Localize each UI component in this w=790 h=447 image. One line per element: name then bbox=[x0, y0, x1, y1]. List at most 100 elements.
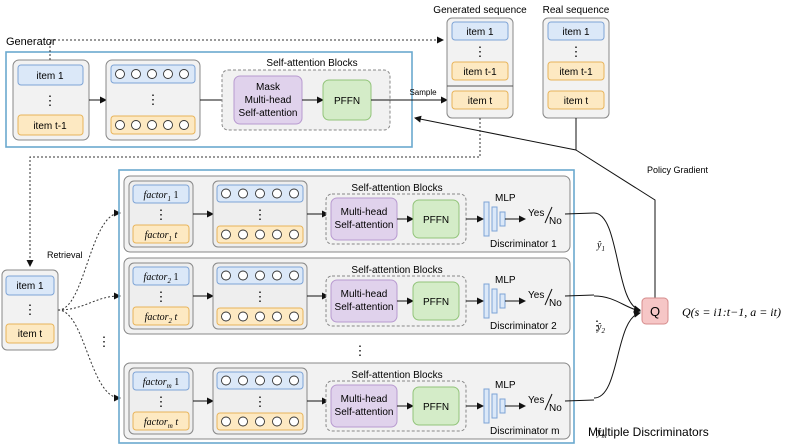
real-item-last-label: item t bbox=[564, 96, 589, 107]
generated-sequence: Generated sequence item 1 ⋮ item t-1 ite… bbox=[433, 5, 527, 119]
factor-name: factor bbox=[144, 190, 168, 201]
generator-panel: Generator item 1 ⋮ item t-1 ⋮ Self-atten… bbox=[5, 36, 448, 148]
yhat-subscript: m bbox=[601, 432, 606, 440]
mlp-layer-2 bbox=[491, 393, 498, 419]
no-label: No bbox=[549, 403, 562, 414]
discriminator-1: factor1 1⋮factor1 t⋮Self-attention Block… bbox=[123, 175, 605, 253]
embedding-node bbox=[255, 188, 265, 199]
yes-label: Yes bbox=[528, 395, 544, 406]
retrieval-item-first-label: item 1 bbox=[16, 281, 44, 292]
retrieval-fanout bbox=[57, 209, 121, 402]
factor-name: factor bbox=[143, 377, 167, 388]
embedding-node bbox=[255, 270, 265, 281]
retrieval-item-last bbox=[5, 323, 55, 344]
multiple-discriminators-frame bbox=[118, 169, 575, 444]
embedding-vdots: ⋮ bbox=[254, 207, 267, 222]
mha-line1: Multi-head bbox=[341, 207, 388, 218]
mlp-layer-2 bbox=[491, 288, 498, 314]
generator-input-item-first bbox=[17, 64, 84, 86]
generated-title: Generated sequence bbox=[433, 5, 527, 16]
factor-subscript: 1 bbox=[169, 235, 173, 243]
factor-suffix: t bbox=[172, 312, 178, 323]
q-node bbox=[641, 297, 669, 325]
factor-vdots: ⋮ bbox=[155, 289, 168, 304]
factor-suffix: 1 bbox=[171, 190, 179, 201]
factor-item-first-label: factorm 1 bbox=[143, 377, 179, 390]
factor-name: factor bbox=[144, 417, 168, 428]
embedding-node bbox=[255, 416, 265, 427]
yhat-subscript: 1 bbox=[601, 245, 605, 253]
generator-input-vdots: ⋮ bbox=[44, 93, 57, 108]
embedding-node bbox=[289, 375, 299, 386]
embedding-node bbox=[221, 375, 231, 386]
embedding-node bbox=[238, 188, 248, 199]
factor-item-last-label: factorm t bbox=[144, 417, 178, 430]
retrieval-item-first bbox=[5, 275, 55, 296]
discriminator-3: factorm 1⋮factorm t⋮Self-attention Block… bbox=[123, 362, 607, 440]
factor-item-last-label: factor1 t bbox=[145, 230, 178, 243]
yhat-to-q-arrows bbox=[593, 212, 641, 399]
embedding-vdots: ⋮ bbox=[254, 289, 267, 304]
discriminator-2: factor2 1⋮factor2 t⋮Self-attention Block… bbox=[123, 257, 605, 335]
mha-block bbox=[330, 384, 398, 428]
factor-name: factor bbox=[145, 312, 169, 323]
yhat-label: ŷ2 bbox=[596, 322, 605, 335]
sa-title: Self-attention Blocks bbox=[351, 265, 442, 276]
real-item-mid bbox=[547, 61, 605, 81]
yes-no-slash bbox=[544, 393, 553, 411]
discriminator-label: Discriminator 1 bbox=[490, 239, 557, 250]
generated-item-last-label: item t bbox=[468, 96, 493, 107]
generated-item-first bbox=[451, 21, 509, 41]
generated-item-first-label: item 1 bbox=[466, 27, 494, 38]
yes-label: Yes bbox=[528, 290, 544, 301]
embedding-node bbox=[238, 416, 248, 427]
mlp-layer-1 bbox=[483, 201, 490, 237]
arrow-generator-to-generated-top bbox=[49, 36, 444, 60]
embedding-node bbox=[255, 311, 265, 322]
yhat-symbol: ŷ bbox=[596, 427, 602, 438]
embedding-node bbox=[272, 270, 282, 281]
real-sequence: Real sequence item 1 ⋮ item t-1 item t bbox=[542, 5, 610, 119]
yhat-label: ŷm bbox=[596, 427, 607, 440]
embedding-node bbox=[255, 375, 265, 386]
real-item-last bbox=[547, 90, 605, 110]
embedding-node bbox=[221, 188, 231, 199]
mlp-layer-2 bbox=[491, 206, 498, 232]
retrieval-label: Retrieval bbox=[47, 250, 83, 260]
mha-line2: Self-attention bbox=[335, 302, 394, 313]
factor-suffix: t bbox=[172, 230, 178, 241]
mlp-label: MLP bbox=[495, 275, 516, 286]
q-node-label: Q bbox=[650, 304, 660, 319]
generator-mask-line1: Mask bbox=[256, 82, 281, 93]
mha-line1: Multi-head bbox=[341, 289, 388, 300]
yhat-vdots: ⋮ bbox=[591, 318, 604, 333]
discriminators-vdots: ⋮ bbox=[354, 343, 367, 358]
mlp-label: MLP bbox=[495, 380, 516, 391]
embedding-node bbox=[272, 188, 282, 199]
factor-item-last bbox=[132, 224, 190, 244]
mha-block bbox=[330, 279, 398, 323]
factor-subscript: m bbox=[167, 382, 172, 390]
factor-vdots: ⋮ bbox=[155, 394, 168, 409]
embedding-node bbox=[238, 270, 248, 281]
no-label: No bbox=[549, 216, 562, 227]
mha-line2: Self-attention bbox=[335, 220, 394, 231]
generated-item-mid-label: item t-1 bbox=[463, 67, 497, 78]
generator-title: Generator bbox=[6, 36, 56, 48]
pffn-block bbox=[412, 199, 460, 239]
factor-name: factor bbox=[144, 272, 168, 283]
generator-embedding-vdots: ⋮ bbox=[147, 92, 160, 107]
factor-suffix: t bbox=[173, 417, 179, 428]
embedding-node bbox=[221, 270, 231, 281]
real-item-mid-label: item t-1 bbox=[559, 67, 593, 78]
factor-subscript: m bbox=[168, 422, 173, 430]
embedding-vdots: ⋮ bbox=[254, 394, 267, 409]
mlp-layer-3 bbox=[499, 398, 506, 414]
pffn-label: PFFN bbox=[423, 215, 449, 226]
generator-pffn-label: PFFN bbox=[334, 96, 360, 107]
mha-line2: Self-attention bbox=[335, 407, 394, 418]
factor-item-first bbox=[132, 184, 190, 204]
policy-gradient-label: Policy Gradient bbox=[647, 165, 709, 175]
factor-item-first bbox=[132, 371, 190, 391]
